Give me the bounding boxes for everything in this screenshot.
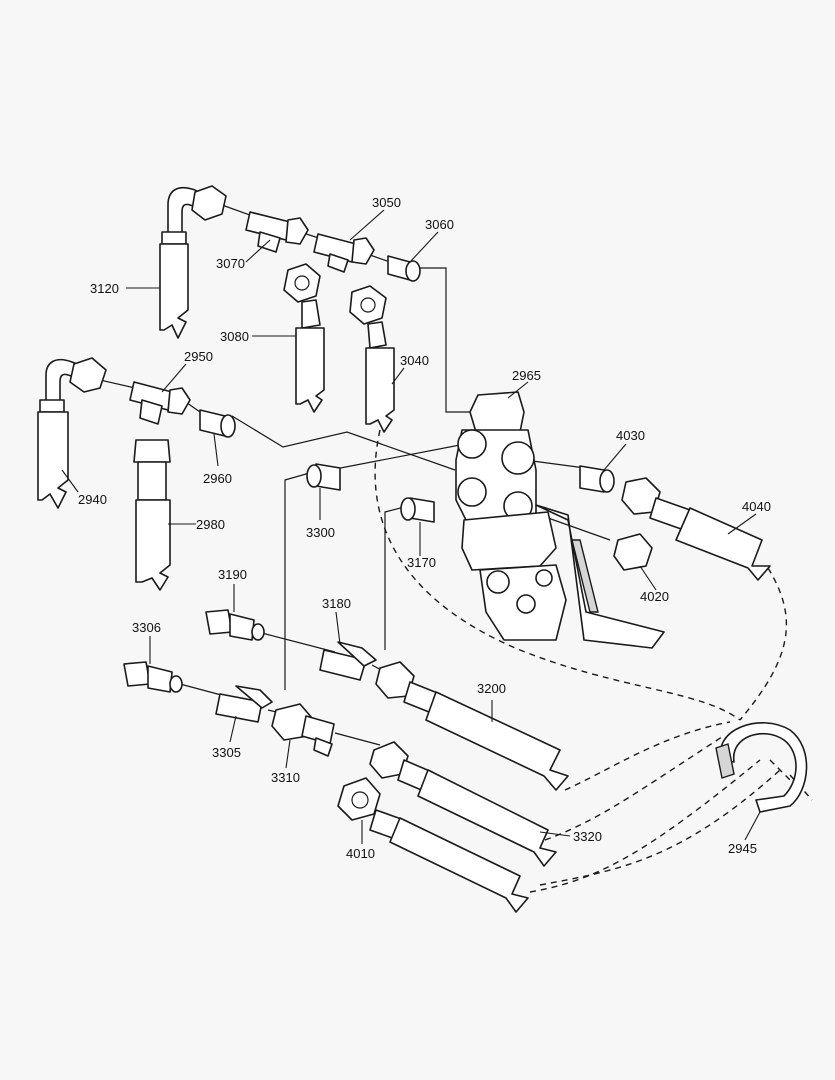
plug-4020 [613,533,653,571]
tee-fitting-3305 [215,685,273,723]
hose-3200 [375,661,569,791]
callout-3120: 3120 [90,281,119,296]
callout-3310: 3310 [271,770,300,785]
callout-2980: 2980 [196,517,225,532]
fitting-2960 [199,409,236,438]
tee-fitting-2950 [129,381,191,425]
hose-3320 [369,741,557,867]
hose-clamp-2945 [715,722,808,813]
callout-3070: 3070 [216,256,245,271]
fitting-3170 [400,497,435,523]
fitting-3300 [306,463,341,491]
sensor-3190 [205,609,265,641]
callout-2945: 2945 [728,841,757,856]
callout-4010: 4010 [346,846,375,861]
callout-3080: 3080 [220,329,249,344]
sensor-3306 [123,661,183,693]
callout-3200: 3200 [477,681,506,696]
fitting-3060 [387,255,421,282]
callout-2940: 2940 [78,492,107,507]
hose-4040 [621,477,771,581]
callout-labels: 3120 3070 3050 3060 3080 3040 2950 2965 … [78,195,771,861]
callout-4040: 4040 [742,499,771,514]
callout-3300: 3300 [306,525,335,540]
hose-2940 [37,357,107,509]
callout-2950: 2950 [184,349,213,364]
leader-lines [61,209,761,844]
fitting-4030 [579,465,615,493]
callout-3190: 3190 [218,567,247,582]
tee-fitting-3070 [245,211,309,253]
callout-4020: 4020 [640,589,669,604]
callout-3320: 3320 [573,829,602,844]
callout-2960: 2960 [203,471,232,486]
tee-fitting-3180 [319,641,377,681]
callout-4030: 4030 [616,428,645,443]
callout-3170: 3170 [407,555,436,570]
callout-2965: 2965 [512,368,541,383]
hose-3040 [349,285,395,433]
hose-3080 [283,263,325,413]
valve-assembly-2965 [455,391,665,649]
callout-3040: 3040 [400,353,429,368]
hose-4010 [337,777,529,913]
callout-3180: 3180 [322,596,351,611]
tee-fitting-3050 [313,233,375,273]
callout-3305: 3305 [212,745,241,760]
callout-3050: 3050 [372,195,401,210]
hose-2980 [133,439,171,591]
hose-3120 [159,185,227,339]
tee-fitting-3310 [271,703,335,757]
callout-3060: 3060 [425,217,454,232]
callout-3306: 3306 [132,620,161,635]
